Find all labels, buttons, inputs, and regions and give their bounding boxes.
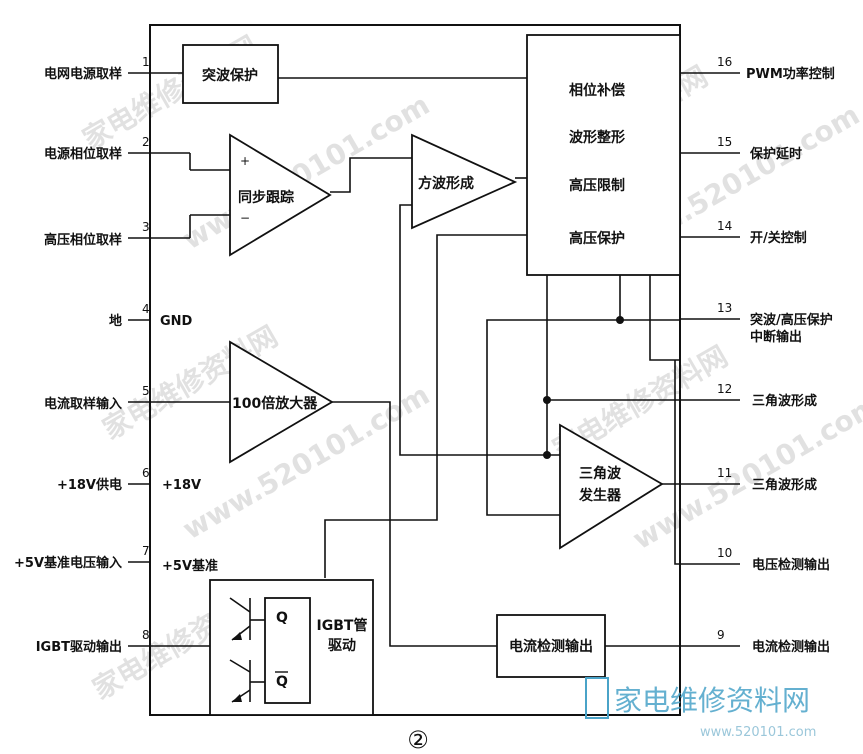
pin-inner-label: +18V (162, 478, 201, 493)
pin-number: 16 (717, 55, 732, 69)
amplifier-100x (229, 340, 334, 464)
q-output-label: Q (276, 610, 288, 626)
pin-number: 11 (717, 466, 732, 480)
pin-inner-label: +5V基准 (162, 558, 218, 574)
internal-wiring (278, 72, 680, 647)
pin-name: 突波/高压保护 (750, 312, 833, 328)
pin-name: 三角波形成 (752, 477, 817, 493)
pin-name: PWM功率控制 (746, 66, 835, 82)
surge-protection-block (182, 44, 279, 104)
pin-name: +18V供电 (57, 477, 122, 493)
pin-number: 5 (142, 384, 150, 398)
watermark-layer: 家电维修资料网 www.520101.com 家电维修资料网 www.52010… (77, 29, 863, 706)
triangle-generator-label-1: 三角波 (579, 465, 622, 482)
control-item-phase: 相位补偿 (569, 82, 625, 99)
pin-name: 电流取样输入 (44, 396, 122, 412)
pin-number: 7 (142, 544, 150, 558)
pin-number: 15 (717, 135, 732, 149)
sync-tracking-label: 同步跟踪 (238, 189, 294, 206)
pin-number: 6 (142, 466, 150, 480)
pin-name: 保护延时 (749, 146, 802, 162)
junction-dot (616, 316, 624, 324)
square-wave-block (411, 133, 518, 230)
pin-number: 10 (717, 546, 732, 560)
q-bar-output-label: Q (276, 674, 288, 690)
square-wave-label: 方波形成 (418, 175, 474, 192)
junction-dot (543, 396, 551, 404)
junction-dot (543, 451, 551, 459)
control-item-hv-protect: 高压保护 (569, 230, 625, 247)
site-logo: 家电维修资料网 www.520101.com (585, 677, 816, 740)
pin-name: 地 (109, 313, 122, 329)
pin-name: 三角波形成 (752, 393, 817, 409)
pin-name: 电流检测输出 (752, 639, 830, 655)
right-pin-labels: 16 PWM功率控制 15 保护延时 14 开/关控制 13 突波/高压保护 中… (717, 55, 835, 655)
pin-number: 14 (717, 219, 732, 233)
control-item-shaping: 波形整形 (569, 129, 625, 146)
pin-name: +5V基准电压输入 (14, 555, 122, 571)
pin-name: 电网电源取样 (44, 66, 122, 82)
pin-number: 3 (142, 220, 150, 234)
pin-name-line2: 中断输出 (750, 329, 802, 345)
pin-number: 12 (717, 382, 732, 396)
pin-number: 9 (717, 628, 725, 642)
logo-url: www.520101.com (700, 725, 816, 740)
current-detect-block (496, 614, 606, 678)
triangle-wave-generator (559, 423, 664, 550)
igbt-driver-label-2: 驱动 (328, 637, 356, 654)
control-item-hv-limit: 高压限制 (569, 177, 625, 194)
right-pin-leads (680, 72, 740, 647)
pin-name: 高压相位取样 (44, 232, 122, 248)
plus-sign: + (240, 154, 250, 168)
pin-number: 2 (142, 135, 150, 149)
minus-sign: − (240, 211, 250, 225)
current-detect-label: 电流检测输出 (509, 638, 593, 655)
pin-number: 1 (142, 55, 150, 69)
transistor-symbols (229, 597, 265, 703)
igbt-driver-label-1: IGBT管 (317, 617, 368, 634)
left-pin-labels: 1 电网电源取样 2 电源相位取样 3 高压相位取样 4 地 GND 5 电流取… (14, 55, 218, 655)
sync-tracking-amplifier (229, 133, 332, 257)
watermark-url: www.520101.com (177, 88, 435, 256)
left-pin-leads (128, 72, 230, 647)
watermark-url: www.520101.com (627, 388, 863, 556)
pin-number: 4 (142, 302, 150, 316)
logo-text: 家电维修资料网 (614, 684, 810, 717)
pin-number: 8 (142, 628, 150, 642)
triangle-generator-label-2: 发生器 (578, 487, 622, 504)
pin-name: IGBT驱动输出 (36, 639, 122, 655)
pin-inner-label: GND (160, 314, 193, 329)
flip-flop (264, 597, 311, 704)
pin-name: 电源相位取样 (44, 146, 122, 162)
surge-protection-label: 突波保护 (202, 67, 258, 84)
pin-name: 开/关控制 (750, 230, 807, 246)
figure-number: ② (407, 726, 429, 754)
chip-outline (149, 24, 681, 716)
amplifier-label: 100倍放大器 (232, 395, 318, 412)
pin-name: 电压检测输出 (752, 557, 830, 573)
pin-number: 13 (717, 301, 732, 315)
control-logic-block (526, 34, 681, 276)
